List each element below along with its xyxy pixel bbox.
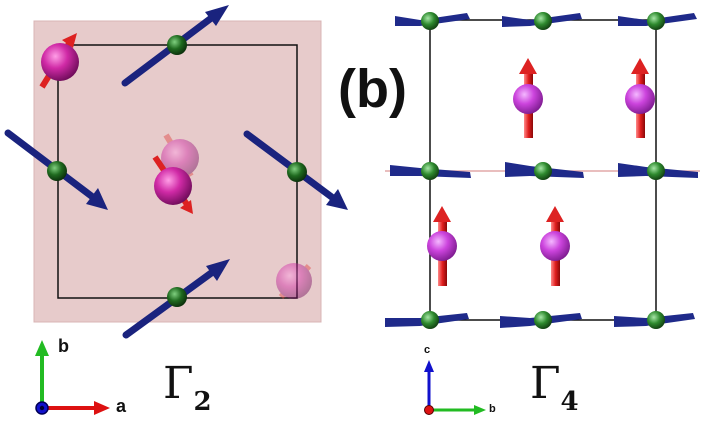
green-atom [287,162,307,182]
green-atom [421,12,439,30]
green-atom [647,311,665,329]
green-atom-row [421,12,665,329]
irrep-symbol: Γ [530,358,561,409]
irrep-subscript: 4 [560,387,579,417]
axis-triad-left [35,340,110,415]
magenta-atom [39,33,79,89]
green-atom [534,12,552,30]
green-atom [167,287,187,307]
violet-atom [427,206,457,286]
faded-magenta-atom [276,263,312,300]
axis-label-c: c [424,344,431,356]
green-atom [647,12,665,30]
axis-label-a: a [116,396,127,416]
green-atom [421,162,439,180]
green-atom [534,311,552,329]
axis-triad-right [424,360,486,415]
irrep-label-left: Γ2 [163,358,212,417]
green-atom [647,162,665,180]
green-atom [167,35,187,55]
violet-atom [540,206,570,286]
green-atom [534,162,552,180]
violet-atom [625,58,655,138]
irrep-symbol: Γ [163,358,194,409]
violet-atom [513,58,543,138]
panel-b-label: (b) [338,59,407,119]
irrep-label-right: Γ4 [530,358,579,417]
green-atom [421,311,439,329]
axis-label-b: b [58,336,69,356]
irrep-subscript: 2 [193,387,212,417]
magenta-atom [152,155,193,214]
green-atom [47,161,67,181]
axis-label-b-right: b [489,403,496,415]
